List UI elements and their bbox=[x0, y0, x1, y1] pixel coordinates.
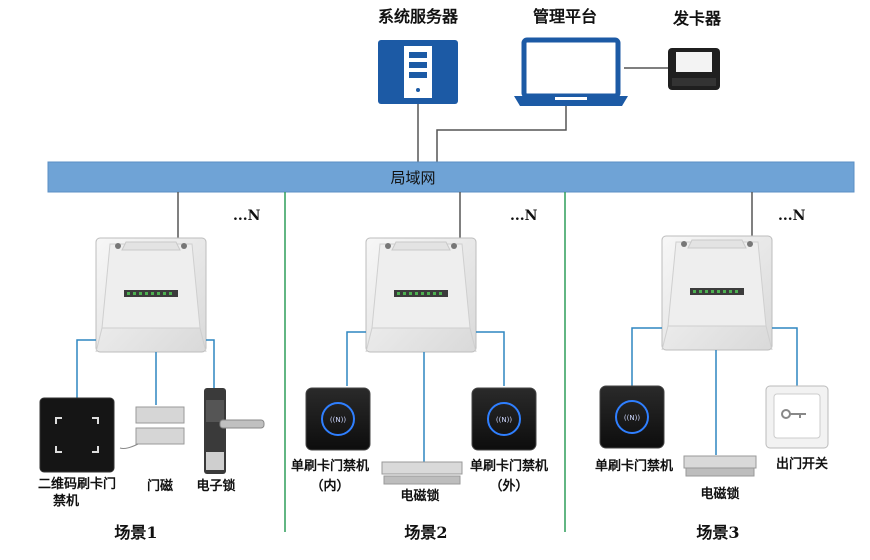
scene-3-em-lock-label: 电磁锁 bbox=[700, 486, 739, 502]
scene-3-label: 场景3 bbox=[696, 523, 739, 542]
system-server-label: 系统服务器 bbox=[378, 7, 459, 26]
card-issuer-label: 发卡器 bbox=[672, 9, 722, 28]
scene-3: ...N 单刷卡门禁机 电磁锁 出门开关 场景3 bbox=[595, 192, 829, 542]
scene-1-controller bbox=[95, 237, 207, 353]
scene-3-more-label: ...N bbox=[778, 208, 806, 224]
scene-2: ...N 单刷卡门禁机 （内） 电磁锁 单刷卡门禁机 （外） 场景2 bbox=[291, 192, 548, 542]
lan-label: 局域网 bbox=[390, 169, 435, 187]
qr-reader-device bbox=[39, 397, 115, 473]
door-magnet-label: 门磁 bbox=[147, 478, 173, 494]
system-server bbox=[378, 40, 458, 104]
qr-reader-label-line2: 禁机 bbox=[53, 493, 79, 509]
management-platform-laptop bbox=[514, 37, 628, 106]
scene-3-controller bbox=[661, 235, 773, 351]
scene-3-em-lock bbox=[683, 455, 757, 477]
scene-2-more-label: ...N bbox=[510, 208, 538, 224]
door-magnet-device bbox=[119, 406, 185, 449]
scene-3-reader bbox=[599, 385, 665, 449]
reader-out-label-line1: 单刷卡门禁机 bbox=[470, 458, 548, 474]
platform-connector bbox=[436, 106, 567, 162]
card-issuer-device bbox=[668, 48, 720, 90]
scene-1: ...N 二维码刷卡门 禁机 门磁 电子锁 场景1 bbox=[38, 192, 265, 542]
reader-in-label-line2: （内） bbox=[310, 478, 349, 494]
scene-2-em-lock bbox=[381, 461, 463, 485]
scene-3-reader-label: 单刷卡门禁机 bbox=[595, 458, 673, 474]
electronic-lock-device bbox=[204, 388, 265, 474]
em-lock-label: 电磁锁 bbox=[400, 488, 439, 504]
management-platform-label: 管理平台 bbox=[533, 7, 597, 26]
scene-1-more-label: ...N bbox=[233, 208, 261, 224]
electronic-lock-label: 电子锁 bbox=[196, 478, 235, 494]
scene-2-reader-out bbox=[471, 387, 537, 451]
lan-bar bbox=[47, 161, 855, 193]
reader-in-label-line1: 单刷卡门禁机 bbox=[291, 458, 369, 474]
reader-out-label-line2: （外） bbox=[489, 478, 528, 494]
scene-2-controller bbox=[365, 237, 477, 353]
scene-2-label: 场景2 bbox=[404, 523, 447, 542]
qr-reader-label-line1: 二维码刷卡门 bbox=[38, 476, 116, 492]
scene-2-reader-in bbox=[305, 387, 371, 451]
exit-switch-device bbox=[765, 385, 829, 449]
scene-1-label: 场景1 bbox=[114, 523, 157, 542]
exit-switch-label: 出门开关 bbox=[776, 456, 828, 472]
